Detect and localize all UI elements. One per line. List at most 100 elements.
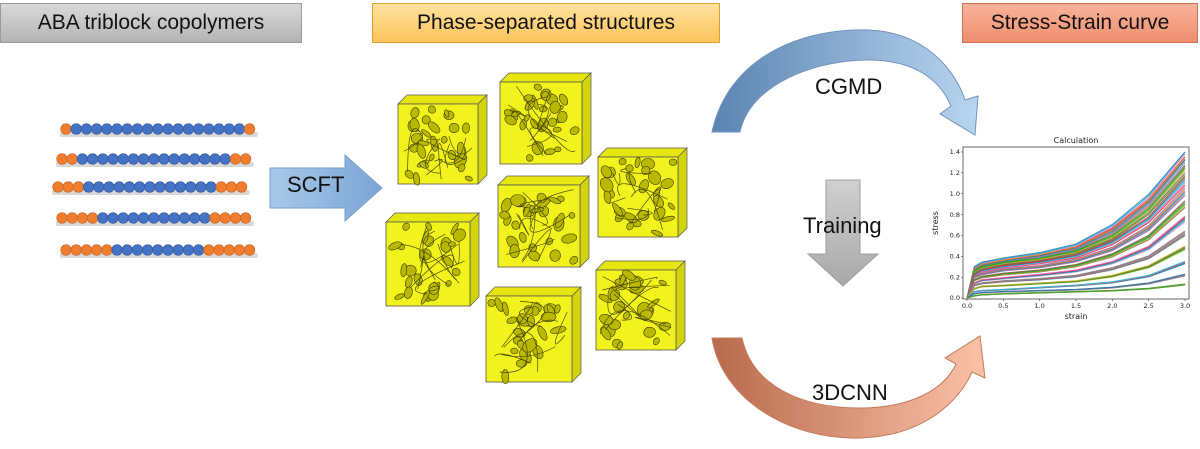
b-block-bead (168, 153, 180, 165)
domain-strand (508, 104, 527, 117)
a-block-bead (236, 181, 248, 193)
domain-hole (625, 172, 636, 186)
domain-strand (634, 316, 672, 329)
domain-hole (409, 117, 420, 133)
b-block-bead (90, 123, 103, 135)
y-tick-label: 0.0 (950, 294, 960, 302)
a-block-bead (66, 212, 78, 224)
stress-strain-line (966, 176, 1186, 299)
b-block-bead (111, 244, 123, 256)
b-block-bead (113, 181, 125, 193)
domain-hole (653, 337, 660, 346)
stress-strain-line (966, 283, 1186, 299)
domain-hole (402, 222, 410, 231)
b-block-bead (162, 244, 174, 256)
domain-hole (533, 83, 542, 91)
domain-strand (506, 238, 555, 255)
domain-hole (410, 107, 420, 119)
b-block-bead (131, 123, 143, 135)
structure-cube (397, 94, 488, 186)
domain-hole (400, 263, 408, 278)
domain-hole (448, 241, 456, 247)
stress-strain-line (966, 200, 1186, 299)
domain-hole (544, 148, 556, 155)
b-block-bead (127, 153, 139, 165)
domain-strand (448, 136, 473, 155)
domain-hole (510, 347, 519, 355)
domain-strand (605, 286, 659, 330)
chart-title: Calculation (1054, 136, 1099, 145)
domain-strand (438, 143, 449, 180)
cube-side-face (571, 286, 582, 383)
domain-strand (530, 189, 574, 230)
domain-strand (630, 189, 661, 225)
domain-hole (501, 369, 510, 384)
a-block-bead (86, 212, 99, 224)
b-block-bead (199, 212, 211, 224)
domain-hole (440, 136, 448, 144)
domain-hole (447, 150, 457, 160)
domain-hole (499, 210, 510, 220)
chart-x-axis-label: strain (1065, 312, 1088, 321)
domain-hole (550, 326, 567, 334)
x-tick-label: 1.0 (1034, 302, 1044, 310)
y-tick-label: 0.2 (950, 273, 960, 281)
x-tick-label: 0.0 (962, 302, 972, 310)
domain-strand (617, 303, 632, 321)
domain-hole (464, 175, 473, 182)
copolymer-chain (52, 181, 250, 195)
x-tick-label: 3.0 (1180, 302, 1190, 310)
b-block-bead (142, 123, 154, 135)
a-block-bead (233, 244, 245, 256)
domain-hole (569, 126, 580, 136)
b-block-bead (93, 181, 105, 193)
b-block-bead (70, 123, 82, 135)
b-block-bead (76, 153, 88, 165)
domain-strand (617, 183, 668, 200)
a-block-bead (244, 123, 256, 135)
b-block-bead (103, 181, 115, 193)
domain-hole (612, 203, 623, 217)
domain-hole (554, 304, 561, 314)
domain-hole (549, 249, 561, 262)
a-block-bead (90, 244, 103, 256)
b-block-bead (174, 181, 186, 193)
cube-side-face (677, 147, 688, 238)
domain-hole (625, 164, 634, 173)
domain-hole (427, 121, 441, 134)
domain-hole (668, 158, 678, 166)
domain-hole (526, 154, 534, 162)
domain-hole (448, 122, 460, 134)
domain-hole (556, 110, 568, 124)
domain-hole (549, 101, 561, 114)
a-block-bead (60, 244, 72, 256)
domain-hole (427, 105, 436, 114)
domain-strand (615, 208, 649, 220)
a-block-bead (62, 181, 74, 193)
b-block-bead (80, 123, 92, 135)
domain-hole (510, 194, 526, 207)
a-block-bead (213, 244, 225, 256)
b-block-bead (123, 181, 135, 193)
label-3dcnn: 3DCNN (812, 380, 888, 405)
a-block-bead (223, 244, 235, 256)
domain-hole (494, 297, 504, 312)
a-block-bead (101, 244, 113, 256)
cube-top-face (499, 72, 592, 83)
domain-strand (516, 86, 576, 152)
x-tick-label: 1.5 (1071, 302, 1081, 310)
b-block-bead (152, 123, 164, 135)
copolymer-chain (56, 153, 254, 167)
cube-top-face (485, 286, 582, 297)
x-tick-label: 2.5 (1143, 302, 1153, 310)
cube-top-face (397, 94, 488, 105)
stress-strain-line (966, 215, 1186, 299)
cube-side-face (579, 175, 590, 268)
domain-strand (620, 168, 652, 175)
domain-hole (462, 122, 470, 134)
b-block-bead (168, 212, 180, 224)
domain-strand (630, 188, 663, 230)
b-block-bead (205, 181, 217, 193)
b-block-bead (213, 123, 225, 135)
